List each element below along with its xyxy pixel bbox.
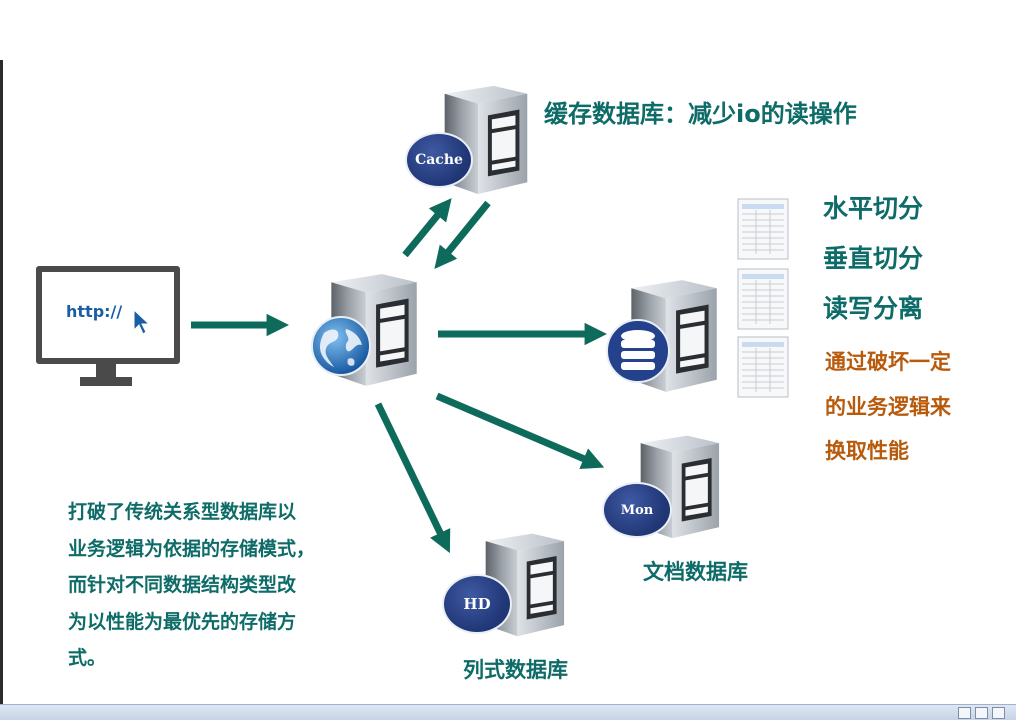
document-db-label: 文档数据库 (643, 560, 748, 584)
arrow-web-to-column (374, 402, 451, 554)
summary-line-5: 式。 (68, 647, 107, 669)
split-horizontal-label: 水平切分 (823, 194, 924, 223)
cache-badge-label: Cache (415, 152, 463, 168)
tradeoff-note-line-3: 换取性能 (825, 439, 909, 463)
summary-line-2: 业务逻辑为依据的存储模式， (68, 537, 316, 560)
read-write-split-label: 读写分离 (823, 294, 924, 323)
mongo-badge-label: Mon (620, 502, 654, 518)
arrow-web-to-cache (402, 198, 452, 258)
split-doc-icon-1 (737, 198, 789, 260)
summary-line-1: 打破了传统关系型数据库以 (68, 501, 297, 523)
mongo-badge: Mon (602, 482, 672, 538)
client-monitor: http:// (36, 266, 180, 364)
summary-line-3: 而针对不同数据结构类型改 (68, 574, 297, 596)
summary-note: 打破了传统关系型数据库以 业务逻辑为依据的存储模式， 而针对不同数据结构类型改 … (68, 494, 388, 677)
globe-icon (311, 316, 371, 376)
hbase-badge: HD (442, 574, 512, 634)
bottom-toolbar (0, 704, 1016, 720)
cache-badge: Cache (405, 132, 473, 188)
cursor-icon (133, 308, 151, 335)
summary-line-4: 为以性能为最优先的存储方 (68, 610, 297, 633)
window-left-edge (0, 60, 3, 705)
arrow-web-to-document (435, 392, 605, 470)
url-text: http:// (66, 302, 123, 321)
split-doc-icon-2 (737, 268, 789, 330)
cache-db-label: 缓存数据库：减少io的读操作 (544, 100, 857, 128)
hbase-badge-label: HD (463, 595, 491, 613)
view-slideshow-button[interactable] (992, 707, 1005, 719)
arrow-cache-to-web (434, 200, 491, 269)
tradeoff-note-line-2: 的业务逻辑来 (825, 395, 951, 419)
view-slide-sorter-button[interactable] (975, 707, 988, 719)
tradeoff-note-line-1: 通过破坏一定 (825, 350, 951, 374)
view-normal-button[interactable] (958, 707, 971, 719)
monitor-stand (96, 364, 116, 378)
split-vertical-label: 垂直切分 (823, 244, 924, 273)
monitor-base (80, 377, 132, 386)
column-db-label: 列式数据库 (463, 658, 568, 682)
split-doc-icon-3 (737, 336, 789, 398)
database-icon (606, 319, 670, 383)
